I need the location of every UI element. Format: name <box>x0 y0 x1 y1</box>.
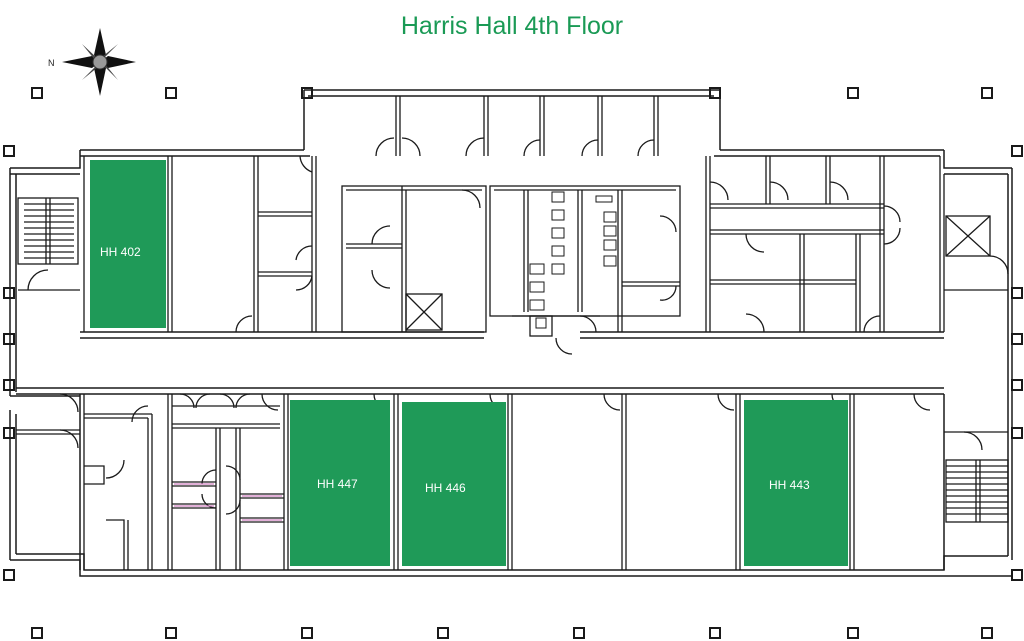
room-label: HH 443 <box>769 478 810 492</box>
room-label: HH 447 <box>317 477 358 491</box>
room-hh-446[interactable]: HH 446 <box>402 402 506 566</box>
room-label: HH 446 <box>425 481 466 495</box>
map-title: Harris Hall 4th Floor <box>400 12 624 40</box>
interior-walls-north <box>17 96 1009 355</box>
room-hh-447[interactable]: HH 447 <box>290 400 390 566</box>
room-label: HH 402 <box>100 245 141 259</box>
highlighted-rooms: HH 402 HH 447 HH 446 HH 443 <box>90 160 848 566</box>
compass-icon: N <box>48 28 136 96</box>
room-hh-402[interactable]: HH 402 <box>90 160 166 328</box>
north-label: N <box>48 58 55 68</box>
interior-walls-south <box>16 393 1009 570</box>
room-hh-443[interactable]: HH 443 <box>744 400 848 566</box>
exterior-columns <box>3 87 1023 639</box>
